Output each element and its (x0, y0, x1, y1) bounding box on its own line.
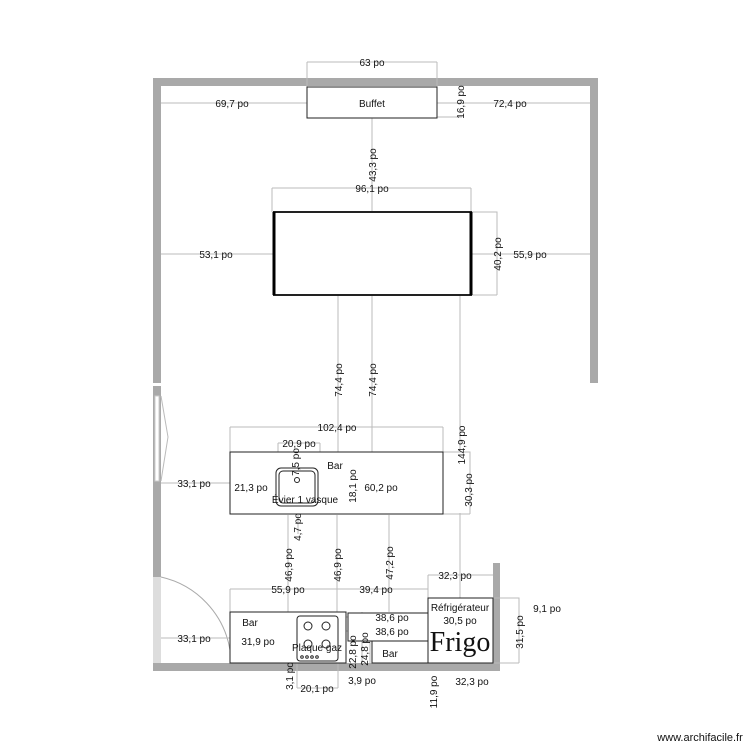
wall-right-lower (493, 563, 500, 671)
counter-mid-bar[interactable] (371, 640, 429, 664)
table-right-label: 55,9 po (513, 250, 547, 261)
sink-bottom-label: 4,7 po (293, 513, 304, 541)
wall-bottom (153, 663, 500, 671)
wall-right-upper (590, 78, 598, 383)
table-island-gap-b: 74,4 po (368, 363, 379, 397)
counter-left-gap-label: 33,1 po (177, 634, 211, 645)
island-bar[interactable] (229, 451, 444, 515)
wall-top (153, 78, 598, 86)
fridge[interactable] (427, 597, 494, 664)
counter-mid-width-label: 39,4 po (359, 585, 393, 596)
wall-left-upper (153, 78, 161, 383)
mid-depth-a-label: 22,8 po (348, 635, 359, 669)
fridge-dim-a-label: 30,5 po (443, 616, 477, 627)
burner-icons (300, 621, 331, 659)
mid-a-label: 38,6 po (375, 613, 409, 624)
right-long-label: 144,9 po (457, 425, 468, 464)
fridge-width-top-label: 32,3 po (438, 571, 472, 582)
aisle-c-label: 47,2 po (385, 546, 396, 580)
drain-icon (294, 477, 300, 483)
island-bar-label: Bar (327, 461, 343, 472)
watermark[interactable]: www.archifacile.fr (656, 732, 743, 744)
buffet-table-gap-label: 43,3 po (368, 148, 379, 182)
island-width-label: 102,4 po (318, 423, 357, 434)
table-width-label: 96,1 po (355, 184, 389, 195)
hob-right-label: 3,9 po (348, 676, 376, 687)
sink-right-label: 60,2 po (364, 483, 398, 494)
window[interactable] (154, 395, 160, 482)
sink-label: Évier 1 vasque (272, 493, 339, 506)
mid-depth-b-label: 24,8 po (360, 632, 371, 666)
fridge-label: Réfrigérateur (431, 603, 490, 614)
hob-width-label: 20,1 po (300, 684, 334, 695)
counter-bar-label: Bar (242, 618, 258, 629)
buffet[interactable] (306, 86, 438, 119)
fridge-width-bottom-label: 32,3 po (455, 677, 489, 688)
buffet-depth-label: 16,9 po (456, 85, 467, 119)
sink-basin (278, 470, 316, 504)
fridge-dim-b-label: 9,1 po (533, 604, 561, 615)
door-opening[interactable] (153, 577, 161, 667)
island-left-label: 33,1 po (177, 479, 211, 490)
buffet-width-label: 63 po (359, 58, 384, 69)
hob-label: Plaque gaz (292, 643, 342, 654)
table-left-label: 53,1 po (199, 250, 233, 261)
buffet-right-label: 72,4 po (493, 99, 527, 110)
dimension-labels: 63 po Buffet 69,7 po 72,4 po 16,9 po 43,… (177, 58, 743, 744)
counter-left-width-label: 55,9 po (271, 585, 305, 596)
dining-table[interactable] (273, 211, 472, 296)
buffet-label: Buffet (359, 99, 385, 110)
island-depth-label: 30,3 po (464, 473, 475, 507)
fridge-big-label: Frigo (430, 627, 491, 658)
table-depth-label: 40,2 po (493, 237, 504, 271)
table-island-gap-a: 74,4 po (334, 363, 345, 397)
hob-bottom-label: 3,1 po (285, 662, 296, 690)
aisle-a-label: 46,9 po (284, 548, 295, 582)
fridge-dim-c-label: 11,9 po (429, 675, 440, 708)
buffet-left-label: 69,7 po (215, 99, 249, 110)
hob-left-label: 31,9 po (241, 637, 275, 648)
sink-depth-label: 18,1 po (348, 469, 359, 503)
mid-bar-label: Bar (382, 649, 398, 660)
sink-width-label: 20,9 po (282, 439, 316, 450)
aisle-b-label: 46,9 po (333, 548, 344, 582)
sink-top-label: 7,5 po (291, 448, 302, 476)
window-swing (160, 395, 169, 482)
mid-b-label: 38,6 po (375, 627, 409, 638)
gas-hob[interactable] (296, 615, 339, 662)
sink-left-label: 21,3 po (234, 483, 268, 494)
fridge-depth-label: 31,5 po (515, 615, 526, 649)
